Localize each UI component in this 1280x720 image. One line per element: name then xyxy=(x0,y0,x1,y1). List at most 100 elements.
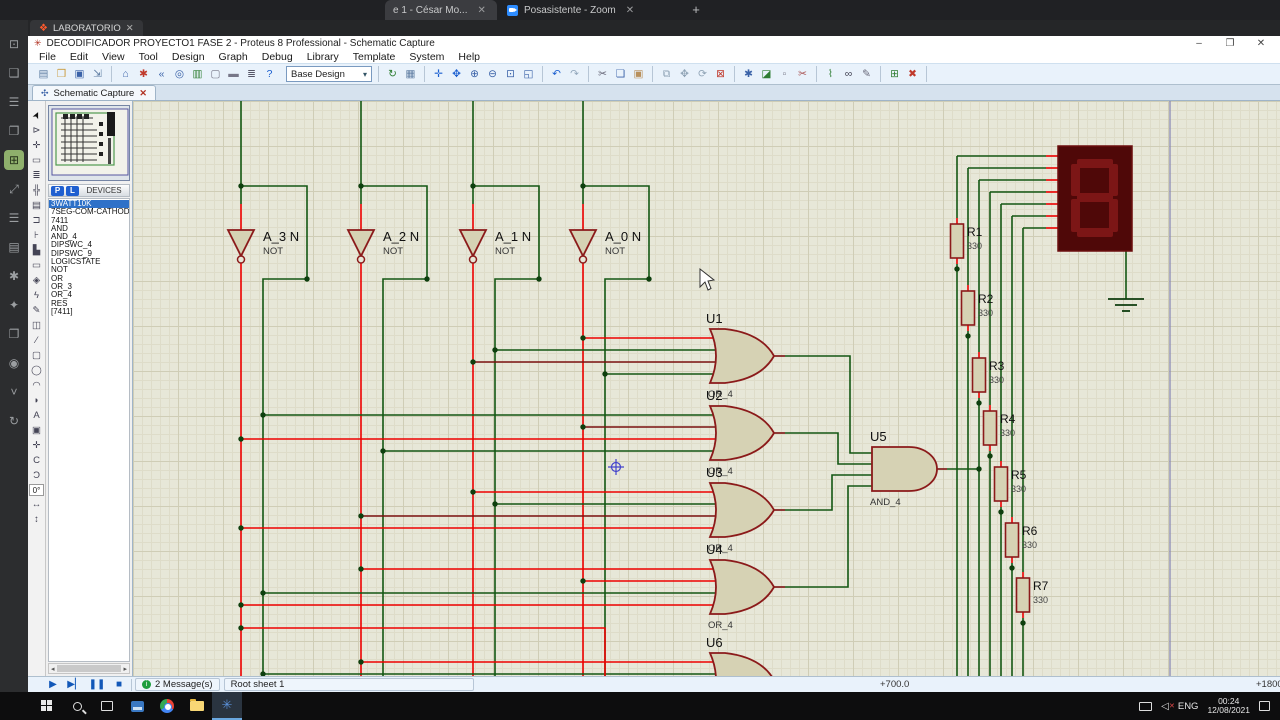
redraw-icon[interactable]: ↻ xyxy=(388,68,397,80)
start-button[interactable] xyxy=(32,692,62,720)
open-design-icon[interactable]: ❒ xyxy=(56,68,67,80)
line-2d-icon[interactable]: ∕ xyxy=(35,335,38,346)
library-button[interactable]: L xyxy=(66,185,79,196)
play-button[interactable]: ▶ xyxy=(49,679,57,690)
menu-design[interactable]: Design xyxy=(171,50,205,63)
device-item[interactable]: DIPSWC_4 xyxy=(51,240,92,250)
pan-icon[interactable]: ✥ xyxy=(452,68,461,80)
marker-2d-icon[interactable]: ✛ xyxy=(32,440,41,451)
camera-icon[interactable]: ◉ xyxy=(8,356,20,370)
task-view-button[interactable] xyxy=(92,692,122,720)
instrument-icon[interactable]: ◫ xyxy=(32,320,41,331)
make-device-icon[interactable]: ◪ xyxy=(761,68,772,80)
fullscreen-icon[interactable]: ❑ xyxy=(8,66,20,80)
record-region-icon[interactable]: ⊞ xyxy=(4,150,24,170)
pause-button[interactable]: ❚❚ xyxy=(88,679,106,690)
menu-edit[interactable]: Edit xyxy=(69,50,89,63)
scroll-left-icon[interactable]: ◂ xyxy=(51,665,55,673)
device-item[interactable]: DIPSWC_9 xyxy=(51,248,92,258)
arc-2d-icon[interactable]: ◠ xyxy=(32,380,41,391)
capture-icon[interactable]: ⊡ xyxy=(8,37,20,51)
origin-icon[interactable]: ✛ xyxy=(434,68,443,80)
sheet-icon[interactable]: ▢ xyxy=(210,68,221,80)
new-sheet-icon[interactable]: ⊞ xyxy=(890,68,899,80)
find-page-icon[interactable]: ◎ xyxy=(174,68,185,80)
step-button[interactable]: ▶▏ xyxy=(67,679,83,690)
menu-help[interactable]: Help xyxy=(458,50,481,63)
tab-schematic-capture[interactable]: ✣ Schematic Capture ✕ xyxy=(32,85,156,100)
property-tool-icon[interactable]: ✎ xyxy=(862,68,871,80)
search-button[interactable] xyxy=(62,692,92,720)
device-pin-icon[interactable]: ⊦ xyxy=(34,230,39,241)
autorouter-icon[interactable]: ⌇ xyxy=(827,68,834,80)
zoom-all-icon[interactable]: ◱ xyxy=(523,68,534,80)
new-tab-button[interactable]: + xyxy=(692,2,700,17)
current-probe-icon[interactable]: ✎ xyxy=(32,305,41,316)
help-icon[interactable]: ? xyxy=(266,68,273,80)
language-indicator[interactable]: ENG xyxy=(1177,700,1199,712)
seven-segment-display[interactable] xyxy=(1057,145,1133,252)
pick-parts-icon[interactable]: ✱ xyxy=(744,68,753,80)
box-2d-icon[interactable]: ▢ xyxy=(32,350,41,361)
menu-icon[interactable]: ☰ xyxy=(8,95,20,109)
minimize-button[interactable]: – xyxy=(1196,37,1202,49)
notes-icon[interactable]: ≣ xyxy=(247,68,256,80)
close-icon[interactable]: ✕ xyxy=(477,4,486,16)
circle-2d-icon[interactable]: ◯ xyxy=(31,365,42,376)
message-field[interactable]: i 2 Message(s) xyxy=(135,678,220,691)
tape-recorder-icon[interactable]: ▭ xyxy=(32,260,41,271)
symbol-2d-icon[interactable]: ▣ xyxy=(32,425,41,436)
close-icon[interactable]: ✕ xyxy=(139,87,147,98)
text-2d-icon[interactable]: A xyxy=(33,410,40,421)
network-icon[interactable] xyxy=(1139,701,1153,711)
menu-tool[interactable]: Tool xyxy=(138,50,158,63)
windows-icon[interactable]: ❐ xyxy=(8,124,20,138)
close-icon[interactable]: ✕ xyxy=(125,22,134,34)
bus-icon[interactable]: ╬ xyxy=(33,185,40,196)
zoom-area-icon[interactable]: ⊡ xyxy=(506,68,515,80)
expand-icon[interactable]: ⤢ xyxy=(9,181,19,196)
sync-icon[interactable]: ↻ xyxy=(8,414,20,428)
rotate-ccw-icon[interactable]: Ɔ xyxy=(33,470,40,481)
browser-tab-cesar[interactable]: e 1 - César Mo... ✕ xyxy=(385,0,497,20)
wire-label-icon[interactable]: ▭ xyxy=(32,155,41,166)
generator-icon[interactable]: ◈ xyxy=(32,275,41,286)
device-item[interactable]: LOGICSTATE xyxy=(51,257,101,267)
pick-devices-button[interactable]: P xyxy=(51,185,64,196)
file-explorer-taskbar-icon[interactable] xyxy=(182,692,212,720)
layers-icon[interactable]: ❐ xyxy=(8,327,20,341)
selection-cursor-icon[interactable]: ➤ xyxy=(29,109,44,122)
redo-icon[interactable]: ↷ xyxy=(570,68,579,80)
device-item[interactable]: 7SEG-COM-CATHODE xyxy=(51,207,130,217)
menu-graph[interactable]: Graph xyxy=(218,50,248,63)
decompose-icon[interactable]: ✂ xyxy=(798,68,807,80)
proteus-taskbar-icon[interactable]: ✳ xyxy=(212,692,242,720)
paste-icon[interactable]: ▣ xyxy=(633,68,644,80)
block-copy-icon[interactable]: ⧉ xyxy=(662,67,671,80)
settings-red-icon[interactable]: ✱ xyxy=(139,68,148,80)
strike-icon[interactable]: ▬ xyxy=(228,68,239,80)
binoculars-icon[interactable]: ∞ xyxy=(844,68,853,80)
component-mode-icon[interactable]: ⊳ xyxy=(32,125,41,136)
new-design-icon[interactable]: ▤ xyxy=(38,68,49,80)
rotate-cw-icon[interactable]: C xyxy=(33,455,40,466)
rotation-angle-field[interactable]: 0° xyxy=(29,484,44,496)
scroll-right-icon[interactable]: ▸ xyxy=(123,665,127,673)
list-icon[interactable]: ☰ xyxy=(8,211,20,225)
settings-icon[interactable]: ✱ xyxy=(8,269,20,283)
menu-system[interactable]: System xyxy=(409,50,445,63)
grid-icon[interactable]: ▦ xyxy=(405,68,416,80)
device-item[interactable]: OR_3 xyxy=(51,281,72,291)
